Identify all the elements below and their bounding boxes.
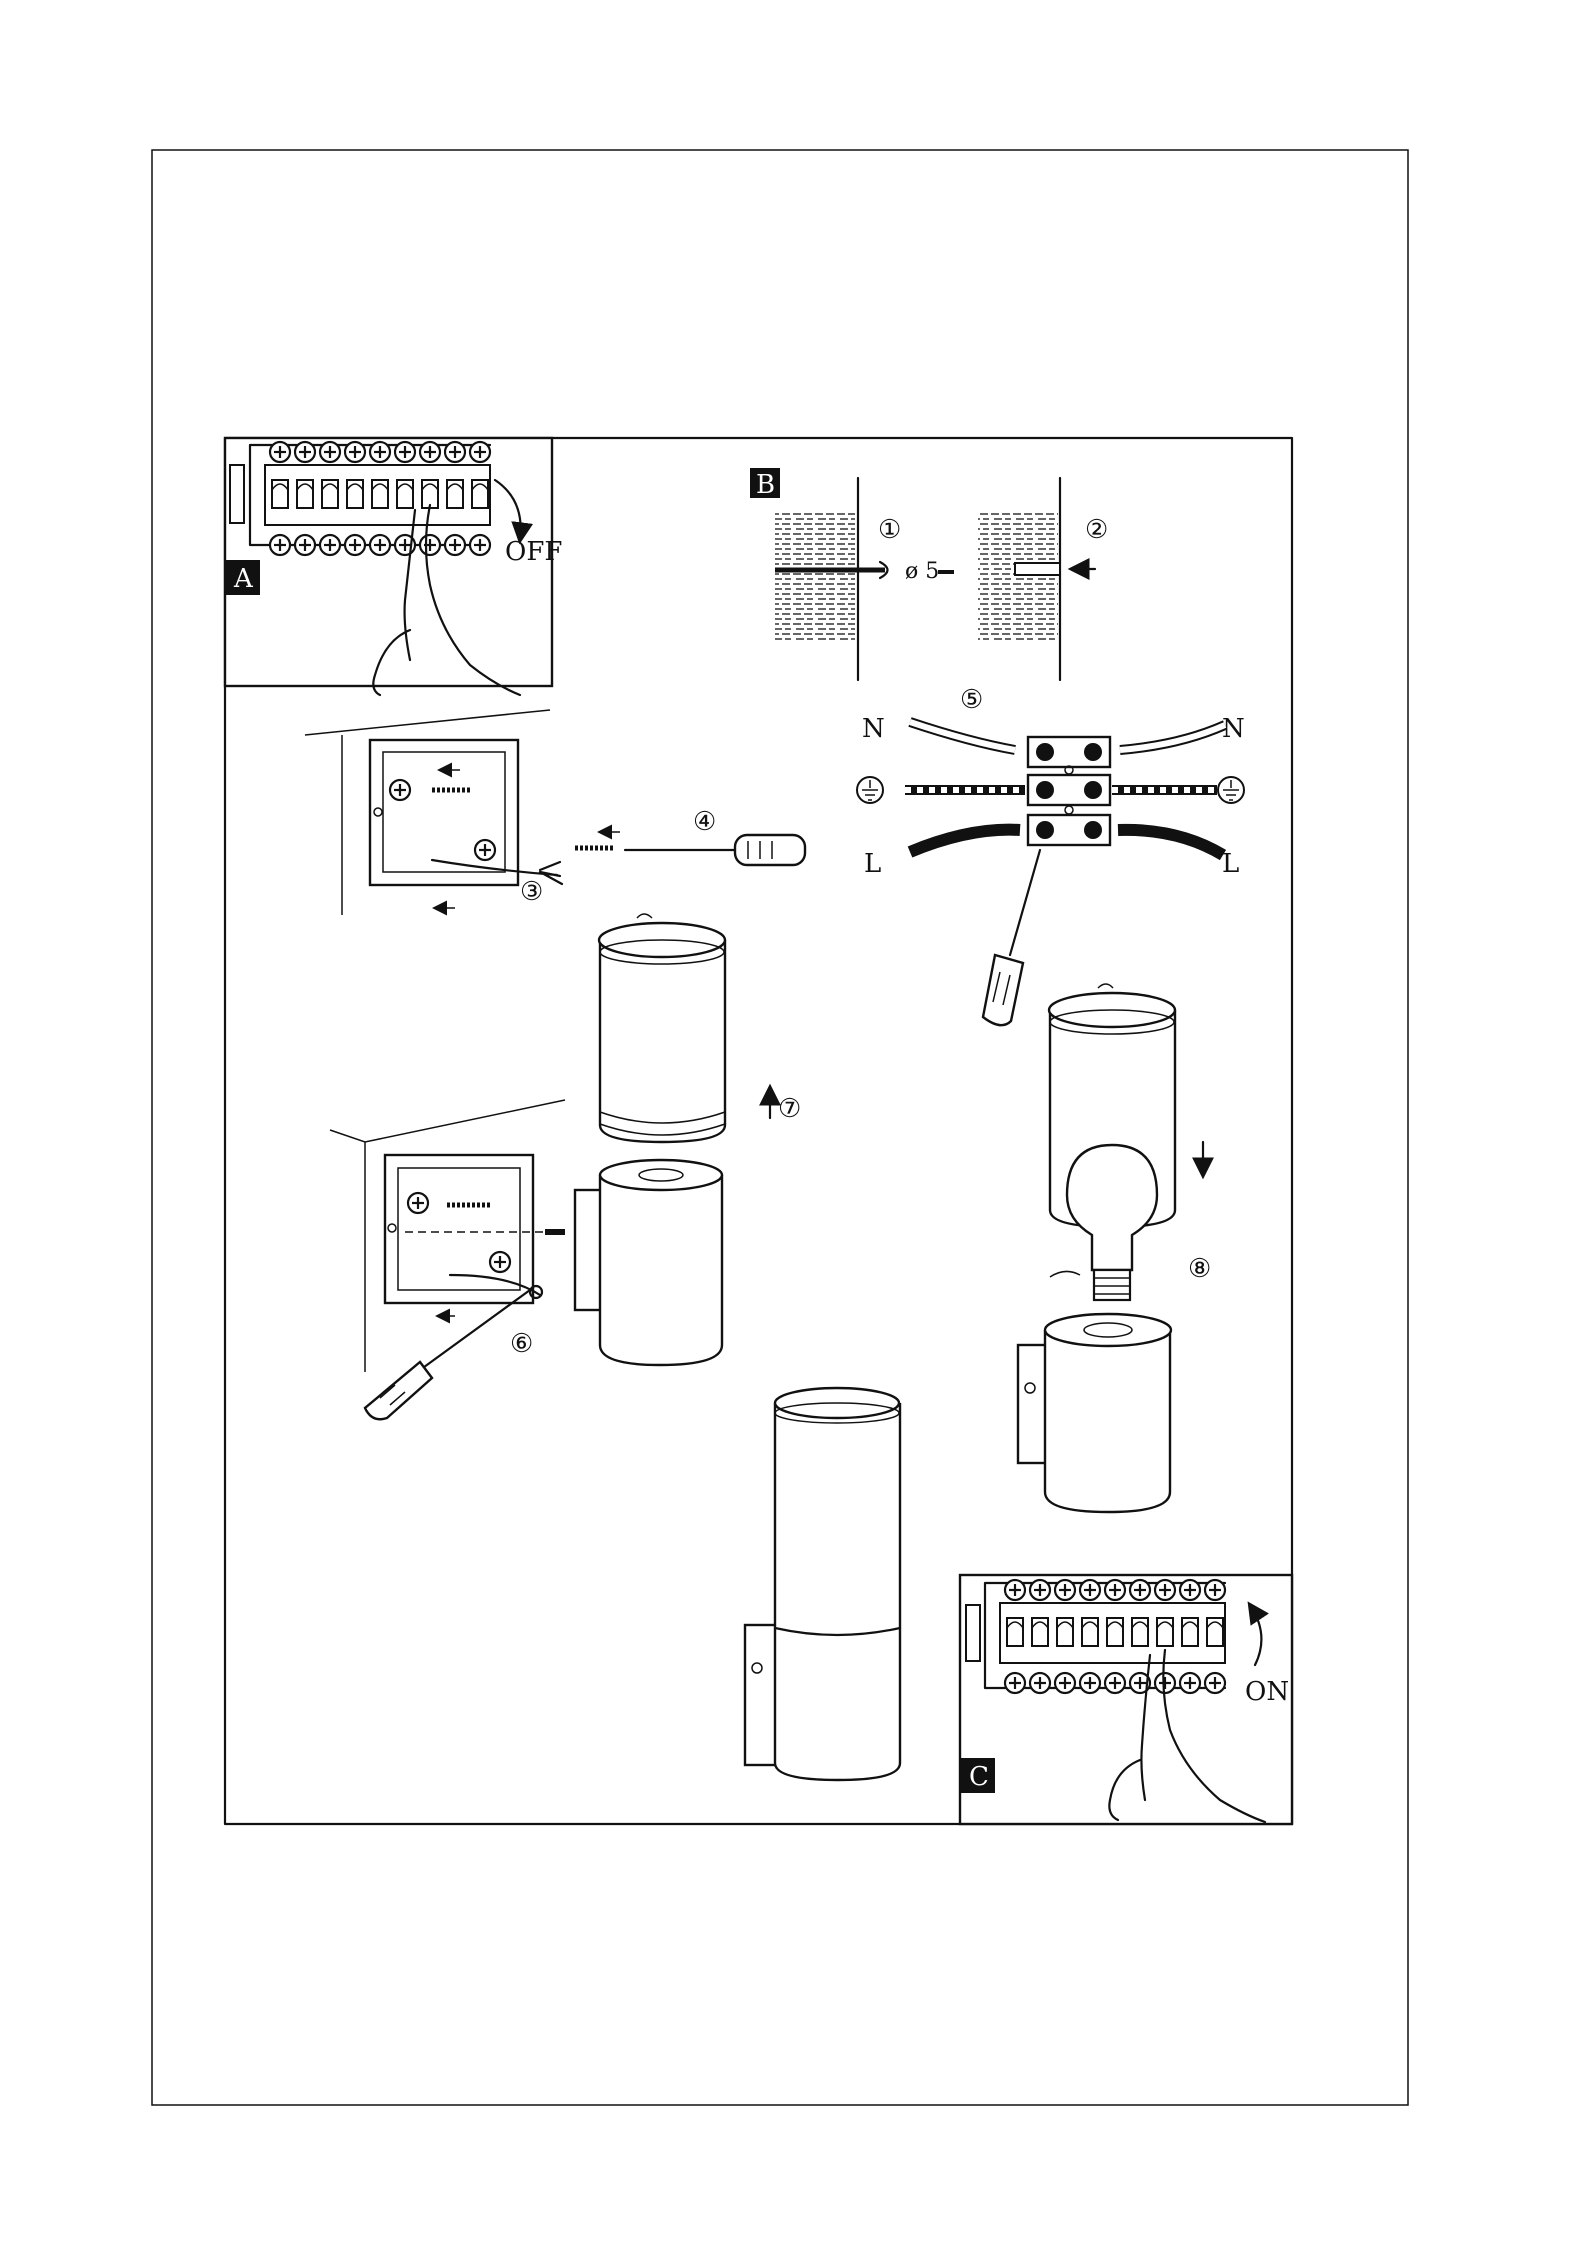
step-4-label: ④ [693, 807, 716, 837]
breaker-levers [272, 480, 488, 508]
breaker-levers [1007, 1618, 1223, 1646]
step-5-wiring: ⑤ N N L L [857, 685, 1245, 1025]
panel-b-letter: B [756, 470, 775, 500]
screwdriver-icon [983, 850, 1040, 1025]
screwdriver-icon [365, 1290, 530, 1419]
step-8-label: ⑧ [1188, 1254, 1211, 1284]
assembled-wall-lamp [745, 1388, 900, 1780]
off-label: OFF [505, 537, 562, 567]
panel-a-breaker-off: OFF A [225, 438, 562, 695]
step-7-label: ⑦ [778, 1094, 801, 1124]
panel-b-drilling: B ① ø 5 ② [750, 468, 1108, 680]
live-label-right: L [1222, 849, 1239, 879]
screwdriver-icon [625, 835, 805, 865]
step-6-label: ⑥ [510, 1329, 533, 1359]
on-label: ON [1245, 1677, 1289, 1707]
earth-ground-icon [857, 777, 883, 803]
earth-ground-icon [1218, 777, 1244, 803]
breaker-top-terminals [270, 442, 490, 462]
panel-a-letter: A [233, 564, 254, 594]
panel-c-letter: C [969, 1762, 989, 1792]
step-1-label: ① [878, 515, 901, 545]
step-3-4-wall-mount: ③ ④ [305, 710, 805, 915]
breaker-top-terminals [1005, 1580, 1225, 1600]
step-3-label: ③ [520, 877, 543, 907]
panel-c-breaker-on: ON C [960, 1575, 1292, 1824]
breaker-bottom-terminals [270, 535, 490, 555]
step-8-bulb-install: ⑧ [1018, 984, 1211, 1512]
live-label-left: L [864, 849, 881, 879]
neutral-label-left: N [862, 714, 885, 744]
drill-size-label: ø 5 [905, 559, 939, 584]
step-2-label: ② [1085, 515, 1108, 545]
breaker-bottom-terminals [1005, 1673, 1225, 1693]
glass-shade-cylinder [599, 923, 725, 1142]
step-6-7-fixture-mount: ⑥ ⑦ [330, 914, 801, 1419]
light-bulb-icon [1067, 1145, 1157, 1300]
step-5-label: ⑤ [960, 685, 983, 715]
